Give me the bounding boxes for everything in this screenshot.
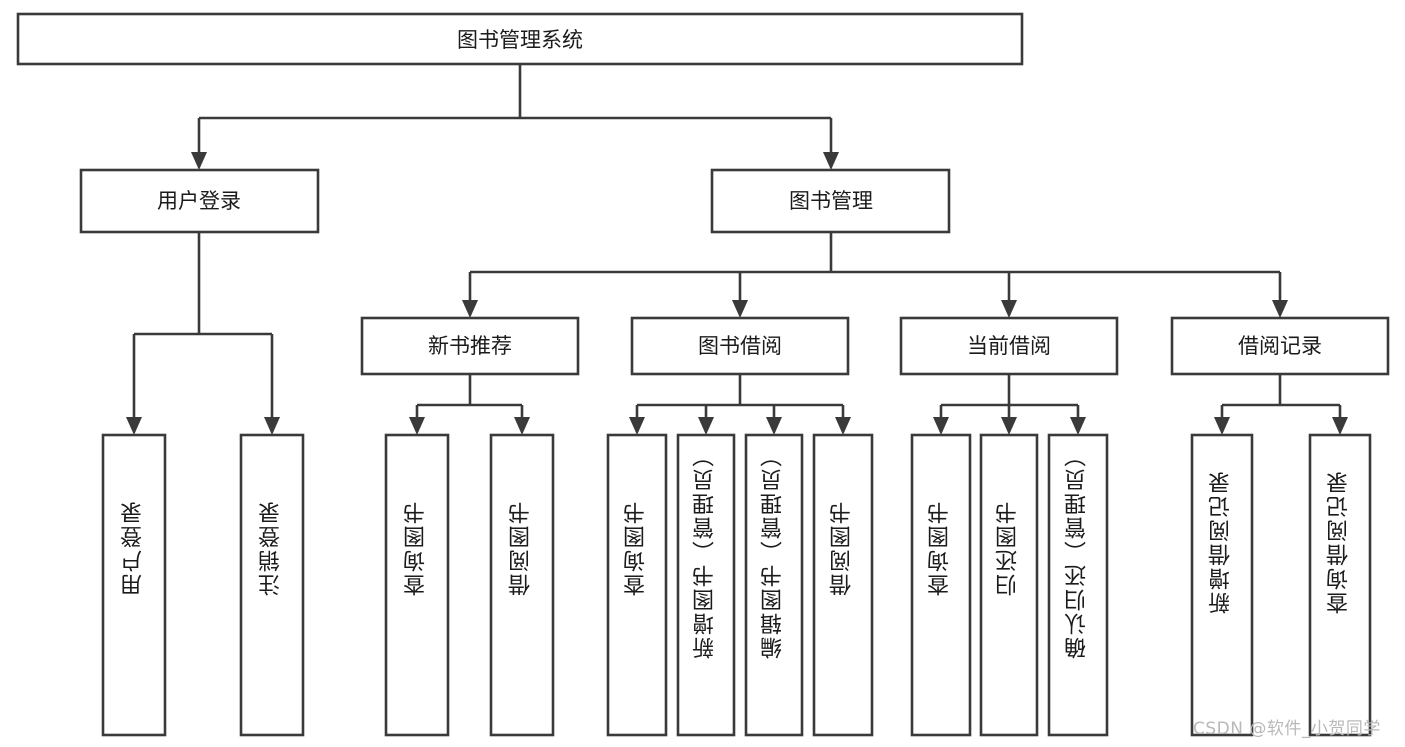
node-borrow-record-box[interactable] [1170,316,1390,376]
arrow-head-ul-leaf-1 [264,417,280,435]
arrow-head-user-login [191,152,207,170]
leaf-box-book-borrow-3[interactable] [812,433,874,737]
arrow-head-l3-3 [1272,300,1288,318]
leaf-box-user-login-1[interactable] [239,433,305,737]
arrow-head-bb-leaf-1 [698,417,714,435]
node-user-login-label: 用户登录 [157,189,241,213]
leaf-boxes-new-book-recommend [384,433,555,737]
node-book-management-label: 图书管理 [789,189,873,213]
node-borrow-record-label: 借阅记录 [1238,334,1322,358]
connector-book-manage-to-level3 [462,232,1288,318]
leaf-box-borrow-record-1[interactable] [1308,433,1372,737]
node-current-borrow[interactable]: 当前借阅 [899,316,1119,376]
leaf-box-current-borrow-2[interactable] [1047,433,1109,737]
arrow-head-bb-leaf-3 [835,417,851,435]
arrow-head-book-manage [823,152,839,170]
arrow-head-bb-leaf-0 [629,417,645,435]
leaf-box-user-login-0[interactable] [101,433,167,737]
arrow-head-bb-leaf-2 [766,417,782,435]
leaf-box-current-borrow-1[interactable] [979,433,1039,737]
node-book-borrow-box[interactable] [630,316,850,376]
connector-root-to-level2 [191,64,839,170]
leaf-box-book-borrow-1[interactable] [676,433,736,737]
node-book-management[interactable]: 图书管理 [710,168,951,234]
connector-current-borrow-to-leaves [933,374,1086,435]
node-new-book-recommend-box[interactable] [360,316,580,376]
node-root-label: 图书管理系统 [457,28,583,52]
connector-book-borrow-to-leaves [629,374,851,435]
arrow-head-br-leaf-0 [1214,417,1230,435]
arrow-head-br-leaf-1 [1332,417,1348,435]
leaf-boxes-book-borrow [606,433,874,737]
arrow-head-l3-2 [1001,300,1017,318]
node-user-login[interactable]: 用户登录 [79,168,320,234]
node-current-borrow-label: 当前借阅 [967,334,1051,358]
leaf-box-new-book-1[interactable] [489,433,555,737]
leaf-box-new-book-0[interactable] [384,433,450,737]
arrow-head-cb-leaf-1 [1001,417,1017,435]
leaf-boxes-borrow-record [1190,433,1372,737]
connector-borrow-record-to-leaves [1214,374,1348,435]
arrow-head-cb-leaf-0 [933,417,949,435]
watermark-text: CSDN @软件_小贺同学 [1193,719,1381,739]
arrow-head-nb-leaf-0 [409,417,425,435]
leaf-box-borrow-record-0[interactable] [1190,433,1254,737]
leaf-box-book-borrow-2[interactable] [744,433,804,737]
node-book-borrow[interactable]: 图书借阅 [630,316,850,376]
node-user-login-box[interactable] [79,168,320,234]
arrow-head-l3-0 [462,300,478,318]
arrow-head-nb-leaf-1 [514,417,530,435]
node-new-book-recommend[interactable]: 新书推荐 [360,316,580,376]
connector-new-book-to-leaves [409,374,530,435]
leaf-boxes-user-login [101,433,305,737]
leaf-boxes-current-borrow [910,433,1109,737]
node-current-borrow-box[interactable] [899,316,1119,376]
arrow-head-l3-1 [732,300,748,318]
node-book-borrow-label: 图书借阅 [698,334,782,358]
node-new-book-recommend-label: 新书推荐 [428,334,512,358]
arrow-head-ul-leaf-0 [126,417,142,435]
arrow-head-cb-leaf-2 [1070,417,1086,435]
node-borrow-record[interactable]: 借阅记录 [1170,316,1390,376]
leaf-box-book-borrow-0[interactable] [606,433,668,737]
node-book-management-box[interactable] [710,168,951,234]
node-root-box[interactable] [16,12,1024,66]
node-root-book-management-system[interactable]: 图书管理系统 [16,12,1024,66]
leaf-box-current-borrow-0[interactable] [910,433,972,737]
connector-user-login-to-leaves [126,232,280,435]
